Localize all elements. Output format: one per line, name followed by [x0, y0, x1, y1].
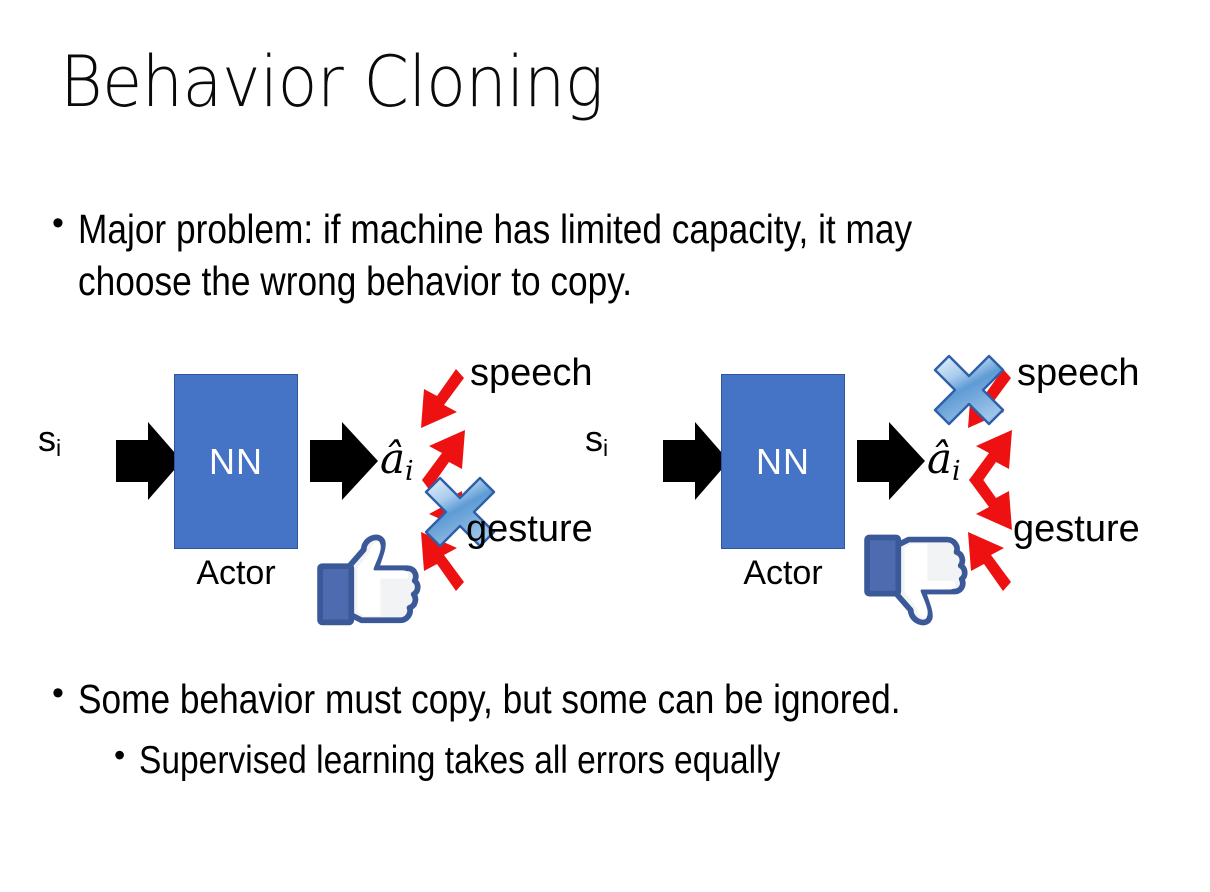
input-arrow-icon: [116, 422, 182, 500]
bullet-marker-icon: •: [114, 737, 126, 773]
input-arrow-icon: [663, 422, 729, 500]
output-label-gesture-left: gesture: [466, 508, 593, 550]
action-subscript: i: [952, 456, 961, 487]
action-symbol: â: [380, 434, 406, 483]
action-label-right: âi: [927, 434, 961, 487]
state-subscript: i: [56, 435, 62, 461]
output-label-gesture-right: gesture: [1013, 508, 1140, 550]
output-arrow-icon: [310, 422, 378, 500]
output-label-speech-left: speech: [470, 352, 593, 394]
bullet-top: • Major problem: if machine has limited …: [52, 203, 1172, 307]
nn-box-right: NN: [721, 374, 845, 549]
diagram-left: si NN Actor âi speech gesture: [18, 340, 598, 630]
actor-label-left: Actor: [196, 554, 276, 592]
diagram-right: si NN Actor âi speech gesture: [565, 340, 1145, 630]
state-symbol: s: [38, 418, 56, 459]
action-symbol: â: [927, 434, 953, 483]
cross-gesture-icon: [424, 476, 496, 548]
thumbs-down-icon: [864, 534, 968, 626]
output-arrow-icon: [857, 422, 925, 500]
nn-box-left: NN: [174, 374, 298, 549]
nn-box-label: NN: [209, 440, 263, 482]
bullet-marker-icon: •: [52, 204, 64, 242]
diagram-right-graphics: [663, 354, 1012, 626]
output-label-speech-right: speech: [1017, 352, 1140, 394]
bullet-marker-icon: •: [52, 674, 64, 712]
page-title: Behavior Cloning: [60, 41, 604, 123]
actor-label-right: Actor: [743, 554, 823, 592]
cross-speech-icon: [933, 354, 1005, 426]
state-label-right: si: [585, 418, 608, 462]
bullet-bottom-primary-text: Some behavior must copy, but some can be…: [77, 676, 901, 722]
state-label-left: si: [38, 418, 61, 462]
bullet-bottom-secondary-text: Supervised learning takes all errors equ…: [139, 739, 781, 782]
action-label-left: âi: [380, 434, 414, 487]
gesture-arrow-icon: [968, 471, 1012, 591]
thumbs-up-icon: [317, 534, 421, 626]
nn-box-label: NN: [756, 440, 810, 482]
state-symbol: s: [585, 418, 603, 459]
speech-arrow-icon: [421, 369, 465, 489]
bullet-bottom-secondary: • Supervised learning takes all errors e…: [114, 736, 1194, 786]
state-subscript: i: [603, 435, 609, 461]
bullet-bottom-primary: • Some behavior must copy, but some can …: [52, 673, 1182, 725]
diagram-left-graphics: [116, 369, 496, 626]
bullet-top-text: Major problem: if machine has limited ca…: [77, 206, 922, 305]
action-subscript: i: [405, 456, 414, 487]
